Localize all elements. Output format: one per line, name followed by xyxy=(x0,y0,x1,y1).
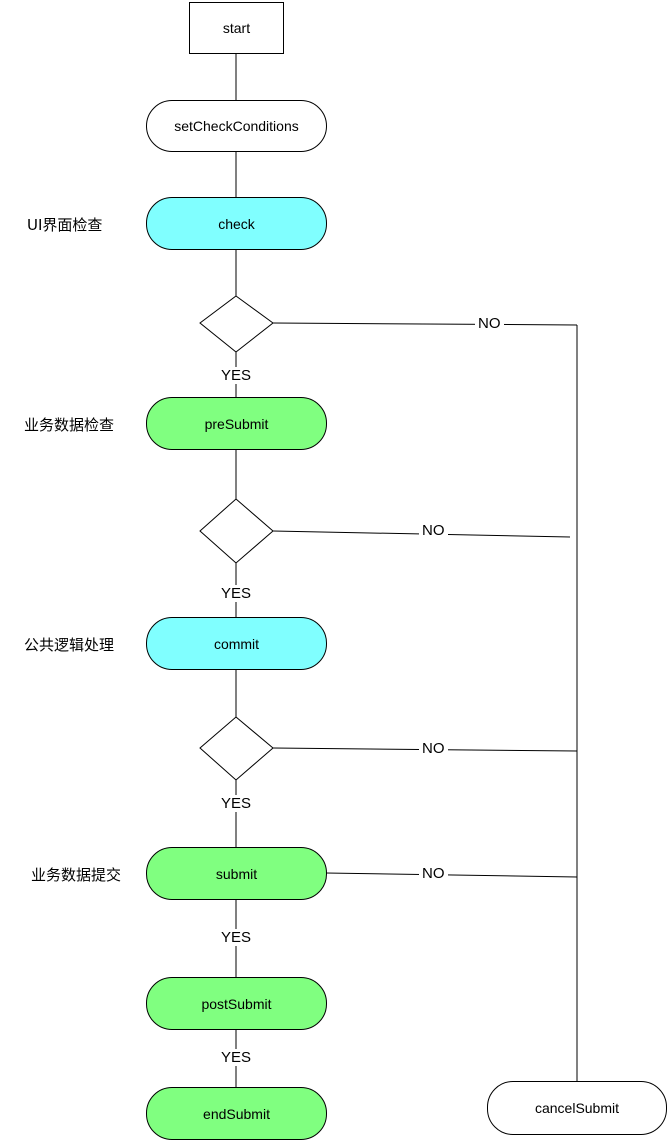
side-label-business-data-submit: 业务数据提交 xyxy=(31,866,122,884)
edge-label-no: NO xyxy=(419,740,448,757)
edge-label-yes: YES xyxy=(218,585,255,602)
decision-diamond-2 xyxy=(199,498,274,564)
commit-node: commit xyxy=(146,617,327,670)
start-node: start xyxy=(189,2,284,54)
submit-node: submit xyxy=(146,847,327,900)
decision-diamond-1 xyxy=(199,295,274,353)
endsubmit-node: endSubmit xyxy=(146,1087,327,1140)
side-label-common-logic: 公共逻辑处理 xyxy=(24,636,115,654)
edge-label-no: NO xyxy=(419,865,448,882)
set-check-conditions-node: setCheckConditions xyxy=(146,100,327,152)
edge-submit-no xyxy=(325,872,578,878)
presubmit-node: preSubmit xyxy=(146,397,327,450)
check-node: check xyxy=(146,197,327,250)
cancelsubmit-node: cancelSubmit xyxy=(487,1081,667,1135)
edge-label-yes: YES xyxy=(218,1049,255,1066)
side-label-ui-check: UI界面检查 xyxy=(27,216,103,234)
edge-decision1-no xyxy=(272,322,578,326)
postsubmit-node: postSubmit xyxy=(146,977,327,1030)
side-label-business-data-check: 业务数据检查 xyxy=(24,416,115,434)
edge-label-yes: YES xyxy=(218,929,255,946)
edge-label-yes: YES xyxy=(218,795,255,812)
edge-label-yes: YES xyxy=(218,367,255,384)
edge-label-no: NO xyxy=(475,315,504,332)
decision-diamond-3 xyxy=(199,716,274,781)
edge-label-no: NO xyxy=(419,522,448,539)
